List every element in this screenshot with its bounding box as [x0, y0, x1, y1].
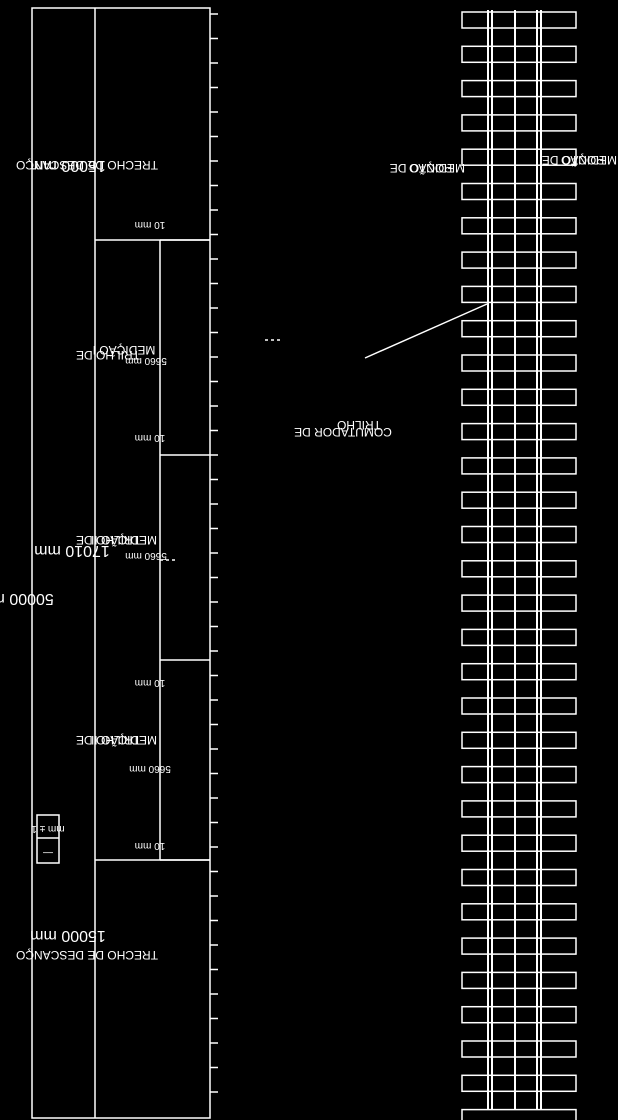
track-sleeper	[461, 491, 577, 509]
track-sleeper	[461, 1005, 577, 1024]
switch-label-line2: TRILHO	[336, 418, 382, 432]
track-sleeper	[461, 422, 577, 441]
track-sleeper	[461, 560, 577, 578]
railway-track	[461, 10, 577, 1120]
rest-right-label: TRECHO DE DESCANÇO	[15, 158, 159, 172]
track-sleeper	[461, 1108, 577, 1120]
measure-point-1-line2: MEDIÇÃO	[408, 161, 466, 175]
track-sleeper	[461, 79, 577, 98]
rail-1-length: 5660 mm	[125, 355, 167, 366]
track-sleeper	[461, 114, 577, 132]
track-sleeper	[461, 285, 577, 304]
track-sleeper	[461, 834, 577, 852]
track-sleeper	[461, 217, 577, 235]
track-sleeper	[461, 1074, 577, 1093]
gap-label: 10 mm	[134, 219, 166, 230]
track-sleeper	[461, 971, 577, 990]
switch-pointer	[364, 303, 488, 359]
track-sleeper	[461, 628, 577, 647]
total-length-label: 50000 mm	[0, 590, 54, 607]
tolerance-text: mm ± 1	[31, 823, 65, 834]
gap-label: 10 mm	[134, 432, 166, 443]
rest-left-length: 15000 mm	[30, 927, 106, 944]
track-sleeper	[461, 903, 577, 921]
ruler-ticks	[210, 13, 218, 1093]
track-sleeper	[461, 937, 577, 955]
track-sleeper	[461, 45, 577, 64]
rail-2-length: 5660 mm	[125, 550, 167, 561]
track-sleeper	[461, 319, 577, 338]
track-sleeper	[461, 182, 577, 201]
track-sleeper	[461, 868, 577, 887]
track-sleeper	[461, 594, 577, 612]
dimension-frame	[31, 7, 211, 1119]
track-sleeper	[461, 662, 577, 681]
track-sleeper	[461, 11, 577, 29]
track-sleeper	[461, 697, 577, 715]
track-sleeper	[461, 800, 577, 818]
rail-3-length: 5660 mm	[129, 763, 171, 774]
track-sleeper	[461, 148, 577, 166]
gap-label: 10 mm	[134, 677, 166, 688]
track-sleeper	[461, 251, 577, 269]
track-sleeper	[461, 765, 577, 784]
track-sleeper	[461, 1040, 577, 1058]
track-sleeper	[461, 354, 577, 372]
gap-label: 10 mm	[134, 840, 166, 851]
track-sleeper	[461, 388, 577, 407]
track-sleeper	[461, 525, 577, 544]
track-sleeper	[461, 731, 577, 750]
tolerance-dash: —	[43, 847, 53, 858]
track-sleeper	[461, 457, 577, 475]
rest-left-label: TRECHO DE DESCANÇO	[15, 948, 159, 962]
tolerance-box	[36, 814, 60, 864]
rail-2-title-line2: MEDIÇÃO II	[90, 533, 158, 547]
measure-point-2-line2: MEDIÇÃO	[560, 153, 618, 167]
rail-3-title-line2: MEDIÇÃO II	[90, 733, 158, 747]
